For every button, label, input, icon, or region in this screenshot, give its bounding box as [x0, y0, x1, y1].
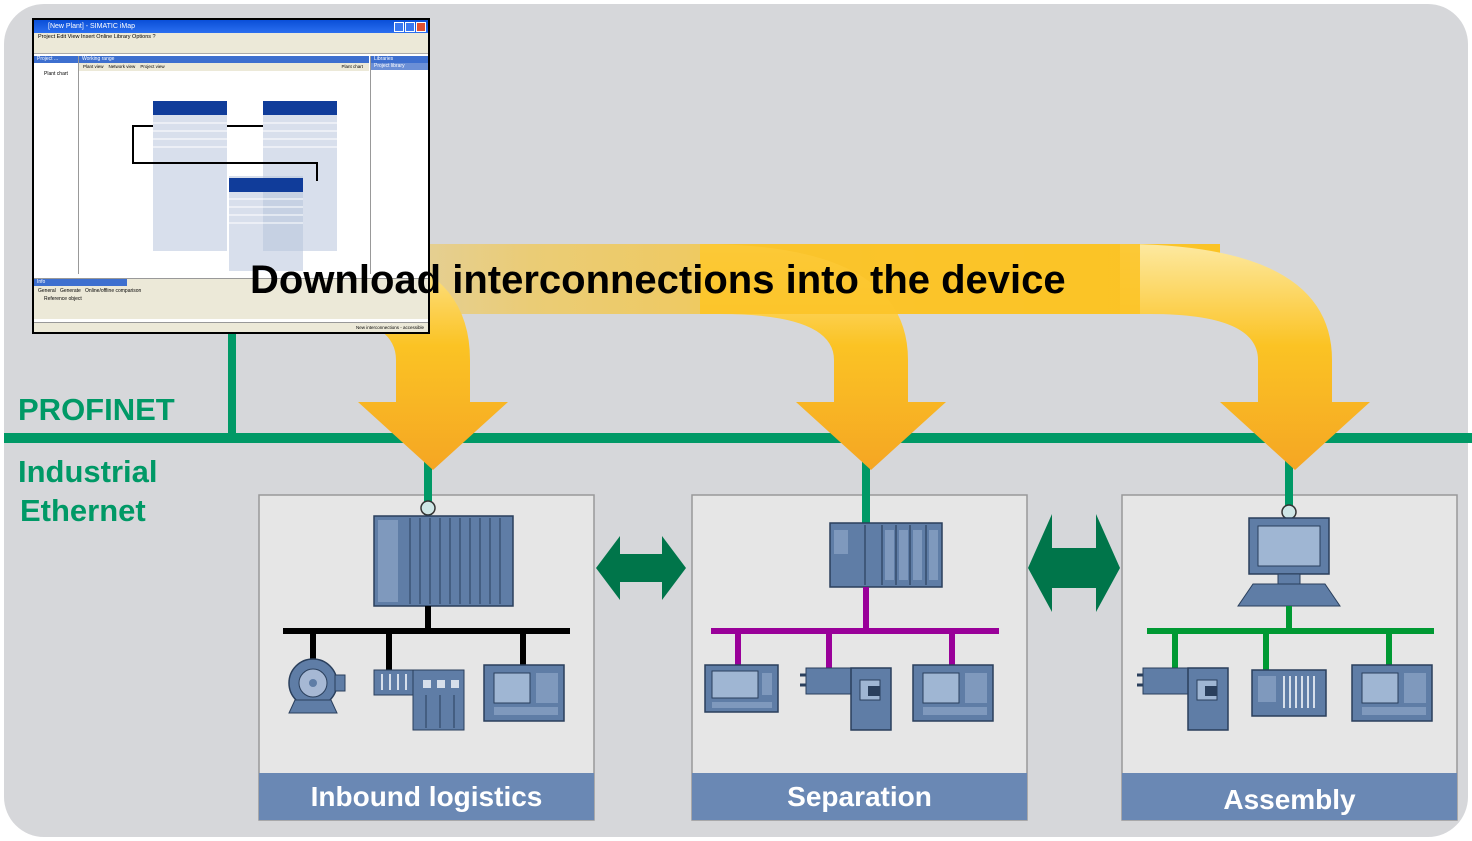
software-screenshot-window: [New Plant] - SIMATIC iMap Project Edit … — [32, 18, 430, 334]
drive-icon — [800, 667, 892, 731]
left-pane-header: Project ... — [34, 56, 78, 63]
drive-icon-2 — [1137, 667, 1229, 731]
maximize-icon — [405, 22, 415, 32]
window-title: [New Plant] - SIMATIC iMap — [48, 23, 136, 30]
plant-chart-label: Plant chart — [341, 64, 363, 69]
plant-chart-canvas — [132, 101, 337, 271]
io-module-icon — [373, 669, 465, 731]
info-pane-header: Info — [34, 279, 127, 286]
industrial-ethernet-label-line1: Industrial — [18, 454, 158, 489]
info-tab-generate: Generate — [59, 288, 81, 294]
cell-title-inbound-logistics: Inbound logistics — [310, 781, 543, 812]
pc-workstation-icon — [1237, 517, 1341, 607]
tree-item: Plant chart — [44, 71, 68, 77]
close-icon — [416, 22, 426, 32]
window-toolbar — [34, 42, 428, 54]
info-pane: Info General Generate Online/offline com… — [34, 278, 428, 319]
cell-title-bar-assembly — [1122, 773, 1457, 820]
cell-title-assembly: Assembly — [1223, 784, 1356, 815]
info-tabs: General Generate Online/offline comparis… — [34, 286, 428, 296]
operator-panel-icon — [483, 664, 565, 722]
center-pane: Working range Plant view Network view Pr… — [79, 56, 369, 274]
industrial-ethernet-label-line2: Ethernet — [20, 493, 146, 528]
window-titlebar: [New Plant] - SIMATIC iMap — [34, 20, 428, 33]
center-pane-header: Working range — [79, 56, 369, 63]
info-row: Reference object — [44, 296, 82, 302]
minimize-icon — [394, 22, 404, 32]
tab-project-view: Project view — [140, 64, 165, 69]
right-pane: Libraries Project library — [370, 56, 428, 274]
status-bar: New interconnections - accessible — [34, 322, 428, 332]
info-tab-comparison: Online/offline comparison — [85, 288, 142, 294]
cell-title-bar-inbound — [259, 773, 594, 820]
tab-network-view: Network view — [108, 64, 136, 69]
right-pane-header: Libraries — [371, 56, 428, 63]
plc-rack-separation — [829, 522, 943, 588]
plc-rack-inbound — [373, 515, 514, 607]
view-tabs: Plant view Network view Project view Pla… — [79, 63, 369, 71]
exchange-arrow-2 — [1028, 514, 1120, 612]
operator-panel-icon-2 — [912, 664, 994, 722]
cell-title-bar-separation — [692, 773, 1027, 820]
left-pane: Project ... Plant chart — [34, 56, 79, 274]
window-menubar: Project Edit View Insert Online Library … — [34, 33, 428, 42]
port-assembly — [1281, 504, 1297, 520]
info-tab-general: General — [38, 288, 56, 294]
project-library-header: Project library — [371, 63, 428, 70]
io-station-icon — [1251, 669, 1327, 717]
motor-icon — [288, 658, 346, 714]
exchange-arrow-1 — [596, 536, 686, 600]
cell-title-separation: Separation — [787, 781, 932, 812]
cell-box-separation — [691, 494, 1028, 821]
window-controls — [394, 22, 426, 32]
tab-plant-view: Plant view — [83, 64, 104, 69]
download-banner-text: Download interconnections into the devic… — [250, 258, 1066, 302]
profinet-label: PROFINET — [18, 392, 175, 427]
operator-panel-icon-3 — [1351, 664, 1433, 722]
port-inbound — [420, 500, 436, 516]
panel-pc-icon — [704, 664, 779, 713]
